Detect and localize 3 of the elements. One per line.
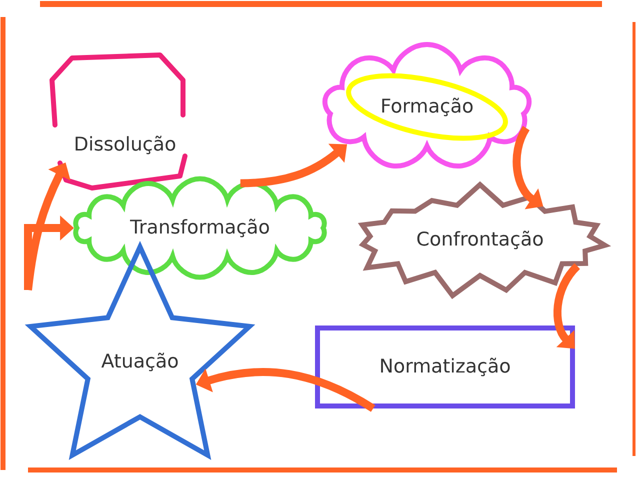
- arrow: [553, 263, 580, 349]
- banner-box: Normatização: [315, 326, 575, 408]
- dissolution-box: Dissolução: [50, 52, 188, 190]
